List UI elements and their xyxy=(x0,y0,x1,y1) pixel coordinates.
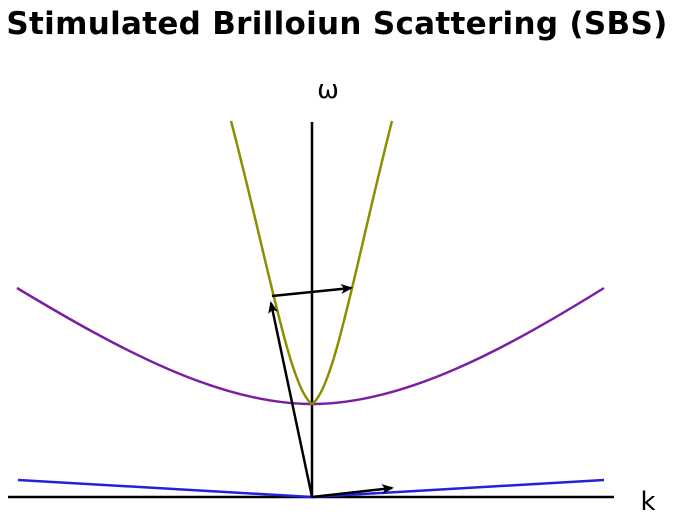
pump-arrow xyxy=(268,301,314,498)
ion-wave-arrow xyxy=(311,484,394,499)
light-wave-dispersion-curve xyxy=(16,286,605,406)
diagram-title: Stimulated Brilloiun Scattering (SBS) xyxy=(6,6,668,42)
omega-axis-label: ω xyxy=(317,75,339,105)
plasma-wave-dispersion-curve xyxy=(229,120,394,406)
k-axis-label: k xyxy=(640,487,655,517)
scattered-arrow xyxy=(271,284,353,298)
